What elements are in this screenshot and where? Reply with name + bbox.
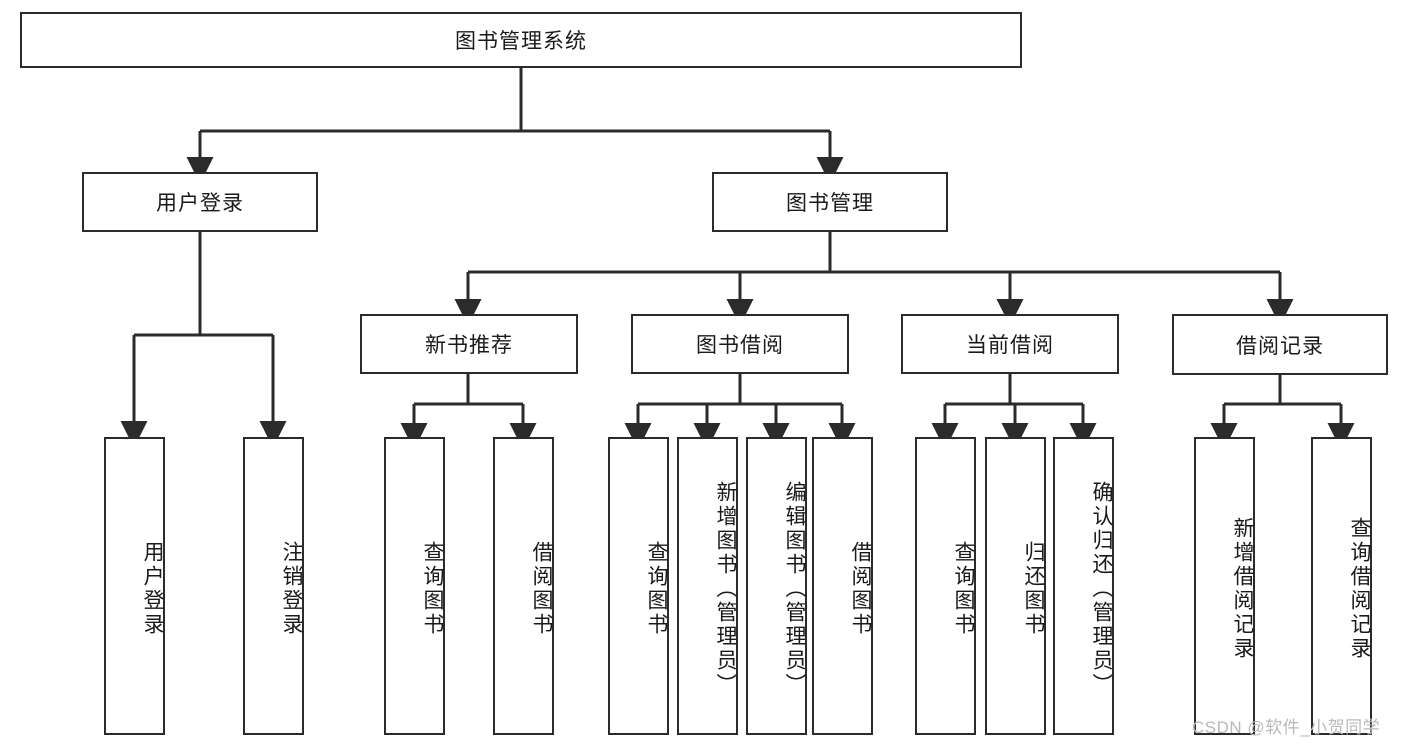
node-label: 查询借阅记录 [1348,517,1371,661]
node-label: 确认归还（管理员） [1090,481,1113,697]
leaf-current-query-book[interactable]: 查询图书 [915,437,976,735]
leaf-borrow-query-book[interactable]: 查询图书 [608,437,669,735]
node-label: 当前借阅 [966,334,1054,357]
leaf-borrow-edit-book-admin[interactable]: 编辑图书（管理员） [746,437,807,735]
node-book-borrow[interactable]: 图书借阅 [631,314,849,374]
node-borrow-record[interactable]: 借阅记录 [1172,314,1388,375]
node-label: 借阅记录 [1236,334,1324,358]
node-user-login[interactable]: 用户登录 [82,172,318,232]
leaf-user-login[interactable]: 用户登录 [104,437,165,735]
node-label: 新增图书（管理员） [714,481,737,697]
leaf-user-logout[interactable]: 注销登录 [243,437,304,735]
node-label: 借阅图书 [530,541,553,637]
node-label: 查询图书 [421,541,444,637]
node-label: 新书推荐 [425,334,513,357]
leaf-borrow-borrow-book[interactable]: 借阅图书 [812,437,873,735]
node-label: 图书管理 [786,192,874,215]
leaf-current-return-book[interactable]: 归还图书 [985,437,1046,735]
node-label: 编辑图书（管理员） [783,481,806,697]
node-label: 归还图书 [1022,541,1045,637]
node-label: 查询图书 [952,541,975,637]
leaf-record-add-borrow-record[interactable]: 新增借阅记录 [1194,437,1255,735]
node-root-system[interactable]: 图书管理系统 [20,12,1022,68]
node-label: 图书借阅 [696,334,784,357]
node-label: 借阅图书 [849,541,872,637]
node-label: 用户登录 [156,192,244,215]
node-current-borrow[interactable]: 当前借阅 [901,314,1119,374]
leaf-recommend-borrow-book[interactable]: 借阅图书 [493,437,554,735]
node-label: 图书管理系统 [455,30,587,53]
node-label: 用户登录 [141,541,164,637]
leaf-borrow-add-book-admin[interactable]: 新增图书（管理员） [677,437,738,735]
watermark: CSDN @软件_小贺同学 [1192,718,1381,737]
node-book-management[interactable]: 图书管理 [712,172,948,232]
node-label: 查询图书 [645,541,668,637]
node-new-book-recommend[interactable]: 新书推荐 [360,314,578,374]
leaf-recommend-query-book[interactable]: 查询图书 [384,437,445,735]
leaf-current-confirm-return-admin[interactable]: 确认归还（管理员） [1053,437,1114,735]
node-label: 新增借阅记录 [1231,517,1254,661]
node-label: 注销登录 [280,541,303,637]
leaf-record-query-borrow-record[interactable]: 查询借阅记录 [1311,437,1372,735]
